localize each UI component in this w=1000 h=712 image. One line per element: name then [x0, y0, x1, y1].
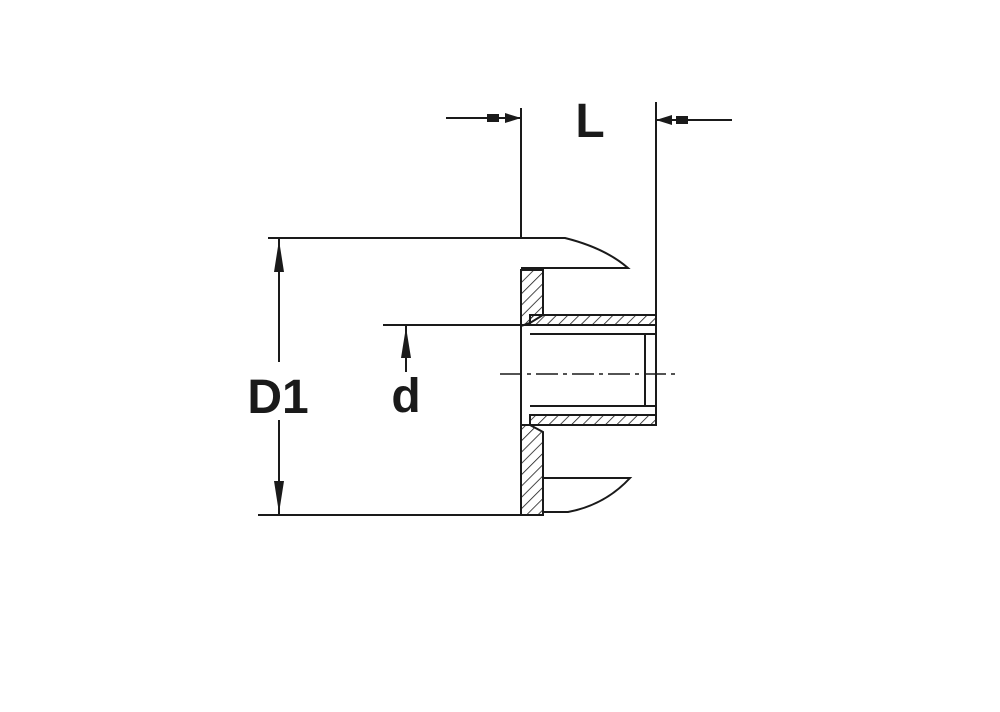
arrowhead-d: [401, 327, 411, 358]
flange-lower: [520, 424, 544, 516]
arrow-tail-right: [676, 116, 688, 124]
inner-diameter-dimension: [383, 324, 530, 372]
arrowhead-left: [505, 113, 521, 123]
arrowhead-top: [274, 240, 284, 272]
label-inner-diameter: d: [391, 370, 420, 423]
length-dimension: [446, 102, 732, 315]
label-length: L: [575, 95, 604, 148]
cap-section: [520, 237, 657, 516]
arrowhead-right: [656, 115, 672, 125]
tube-wall-lower: [529, 414, 657, 426]
arrow-tail-left: [487, 114, 499, 122]
lip-lower: [543, 477, 633, 513]
label-outer-diameter: D1: [247, 371, 308, 424]
tube-wall-upper: [529, 314, 657, 326]
arrowhead-bottom: [274, 481, 284, 513]
outer-diameter-dimension: [258, 237, 565, 516]
lip-upper: [521, 237, 631, 269]
